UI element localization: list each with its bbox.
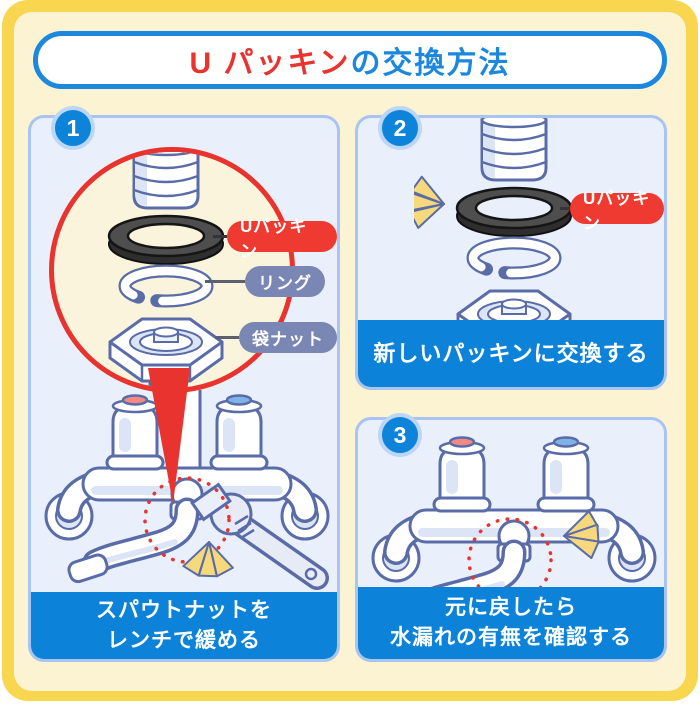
step-1-badge: 1 xyxy=(51,106,95,150)
faucet-handle-cold xyxy=(536,436,596,513)
part-label-u-packing: Uパッキン xyxy=(213,217,337,261)
step-3-caption: 元に戻したら 水漏れの有無を確認する xyxy=(358,587,664,659)
step-2-caption: 新しいパッキンに交換する xyxy=(358,320,664,387)
title-banner: U パッキンの交換方法 xyxy=(33,31,667,89)
part-label-text: 袋ナット xyxy=(252,330,324,349)
faucet-handle-hot xyxy=(432,436,492,513)
part-label-text: リング xyxy=(258,274,312,293)
wrench xyxy=(190,482,329,590)
faucet-with-wrench-illustration xyxy=(44,390,330,590)
step-panel-3-body: 元に戻したら 水漏れの有無を確認する xyxy=(355,417,667,662)
faucet-illustration xyxy=(371,436,657,626)
step-panel-2: Uパッキン 新しいパッキンに交換する 2 xyxy=(355,106,667,390)
caption-line: スパウトナットを xyxy=(96,598,272,622)
emphasis-marks xyxy=(182,541,234,578)
badge-number: 2 xyxy=(393,114,407,141)
cold-indicator xyxy=(225,394,253,406)
badge-number: 1 xyxy=(66,114,80,141)
step-2-badge: 2 xyxy=(378,106,422,150)
caption-line: レンチで緩める xyxy=(107,628,261,652)
step-panel-2-body: Uパッキン 新しいパッキンに交換する xyxy=(355,115,667,390)
part-label-text: Uパッキン xyxy=(240,216,308,261)
faucet-handle-cold xyxy=(209,394,269,471)
title-text-rest: の交換方法 xyxy=(350,47,511,80)
step-panel-1-body: Uパッキン リング 袋ナット スパウトナットを レンチで緩める xyxy=(28,115,340,662)
part-label-ring: リング xyxy=(205,266,325,297)
emphasis-marks xyxy=(414,175,445,229)
magnifier-pointer xyxy=(148,368,190,504)
u-packing-ring xyxy=(455,186,573,237)
faucet-handle-hot xyxy=(105,394,165,471)
u-packing-ring xyxy=(107,214,225,265)
spout-arm xyxy=(67,497,200,584)
part-label-bag-nut: 袋ナット xyxy=(215,322,337,353)
badge-number: 3 xyxy=(393,421,407,448)
emphasis-marks xyxy=(563,510,600,560)
threaded-pipe xyxy=(480,118,548,182)
caption-line: 新しいパッキンに交換する xyxy=(373,340,649,366)
snap-ring xyxy=(118,264,214,308)
cold-indicator xyxy=(552,436,580,448)
cap-nut xyxy=(108,317,224,383)
dotted-focus-circle xyxy=(467,517,553,603)
threaded-pipe xyxy=(132,152,200,210)
caption-line: 水漏れの有無を確認する xyxy=(390,626,632,649)
dotted-focus-circle xyxy=(143,476,231,564)
step-panel-1: Uパッキン リング 袋ナット スパウトナットを レンチで緩める 1 xyxy=(28,106,340,662)
hot-indicator xyxy=(121,394,149,406)
title-text-highlight: U パッキン xyxy=(189,47,351,80)
step-3-badge: 3 xyxy=(378,413,422,457)
step-1-caption: スパウトナットを レンチで緩める xyxy=(31,592,337,659)
exploded-parts-illustration xyxy=(107,152,225,388)
part-label-text: Uパッキン xyxy=(583,188,651,233)
step-panel-3: 元に戻したら 水漏れの有無を確認する 3 xyxy=(355,413,667,662)
hot-indicator xyxy=(448,436,476,448)
caption-line: 元に戻したら xyxy=(445,596,577,620)
part-label-u-packing: Uパッキン xyxy=(560,189,664,233)
snap-ring xyxy=(466,236,562,280)
